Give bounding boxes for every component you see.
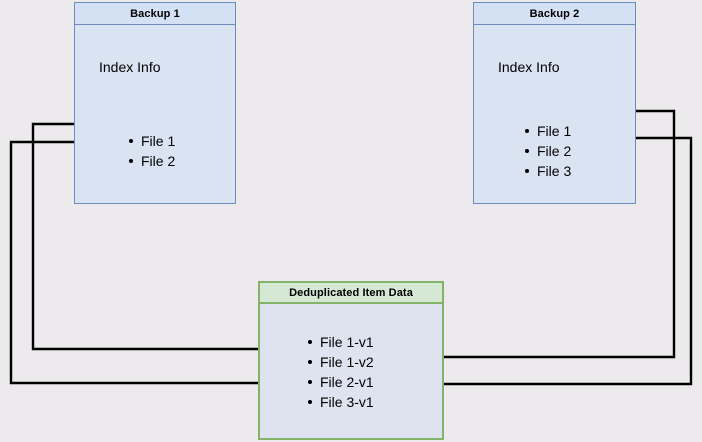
deduplicated-item-data-body: File 1-v1 File 1-v2 File 2-v1 File 3-v1	[260, 304, 442, 438]
backup-2-header: Backup 2	[474, 3, 635, 25]
backup-1-box[interactable]: Backup 1 Index Info File 1 File 2	[74, 2, 236, 204]
list-item: File 1-v2	[306, 352, 374, 372]
deduplicated-item-data-box[interactable]: Deduplicated Item Data File 1-v1 File 1-…	[258, 281, 444, 440]
list-item: File 2-v1	[306, 372, 374, 392]
list-item: File 1	[523, 121, 571, 141]
list-item: File 3	[523, 161, 571, 181]
backup-1-index-info-label: Index Info	[99, 59, 161, 75]
backup-2-box[interactable]: Backup 2 Index Info File 1 File 2 File 3	[473, 2, 636, 204]
list-item: File 2	[127, 151, 175, 171]
list-item: File 1	[127, 131, 175, 151]
list-item: File 2	[523, 141, 571, 161]
backup-1-body: Index Info File 1 File 2	[75, 25, 235, 203]
backup-2-body: Index Info File 1 File 2 File 3	[474, 25, 635, 203]
list-item: File 3-v1	[306, 392, 374, 412]
deduplicated-item-data-header: Deduplicated Item Data	[260, 283, 442, 304]
backup-2-index-info-label: Index Info	[498, 59, 560, 75]
backup-1-header: Backup 1	[75, 3, 235, 25]
backup-1-file-list: File 1 File 2	[127, 131, 175, 171]
backup-2-file-list: File 1 File 2 File 3	[523, 121, 571, 181]
list-item: File 1-v1	[306, 332, 374, 352]
deduplicated-file-list: File 1-v1 File 1-v2 File 2-v1 File 3-v1	[306, 332, 374, 412]
